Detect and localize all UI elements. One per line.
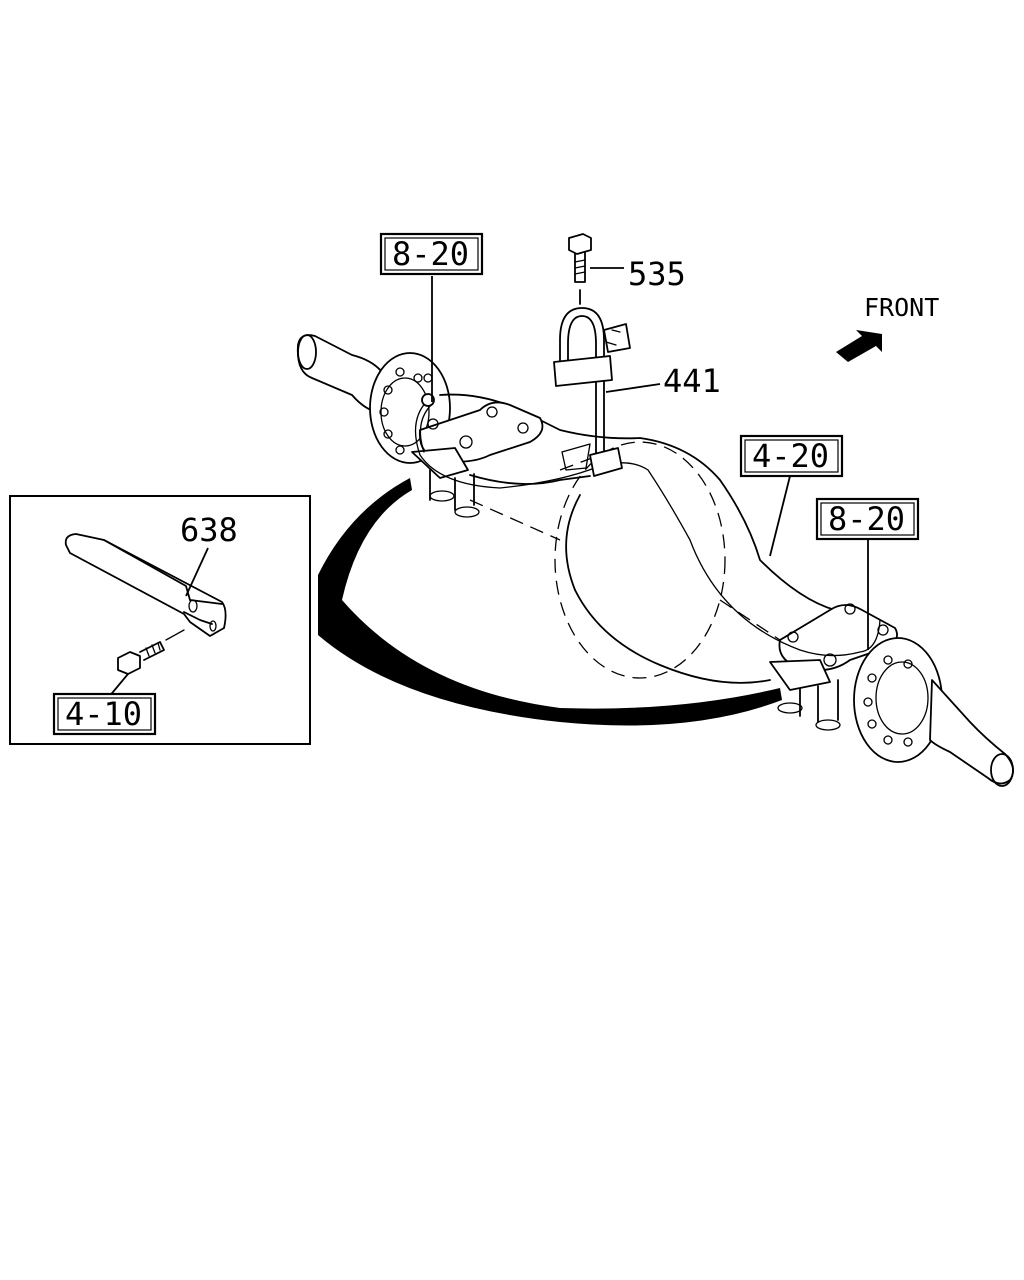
ref-label-8-20-left: 8-20 bbox=[392, 235, 469, 273]
ref-label-4-10: 4-10 bbox=[65, 695, 142, 733]
front-label: FRONT bbox=[864, 293, 939, 322]
axle-housing bbox=[296, 334, 1014, 787]
ref-box-4-20: 4-20 bbox=[739, 434, 844, 478]
part-label-535: 535 bbox=[628, 255, 686, 293]
ref-box-8-20-right: 8-20 bbox=[815, 497, 920, 541]
ref-box-4-10: 4-10 bbox=[52, 692, 157, 736]
ref-box-8-20-left: 8-20 bbox=[379, 232, 484, 276]
ref-label-4-20: 4-20 bbox=[752, 437, 829, 475]
part-label-638: 638 bbox=[180, 511, 238, 549]
sensor-bracket-assembly bbox=[553, 233, 631, 477]
ref-label-8-20-right: 8-20 bbox=[828, 500, 905, 538]
front-arrow-icon bbox=[836, 330, 882, 362]
part-label-441: 441 bbox=[663, 362, 721, 400]
front-direction-indicator: FRONT bbox=[836, 293, 939, 362]
detail-inset bbox=[9, 495, 311, 745]
